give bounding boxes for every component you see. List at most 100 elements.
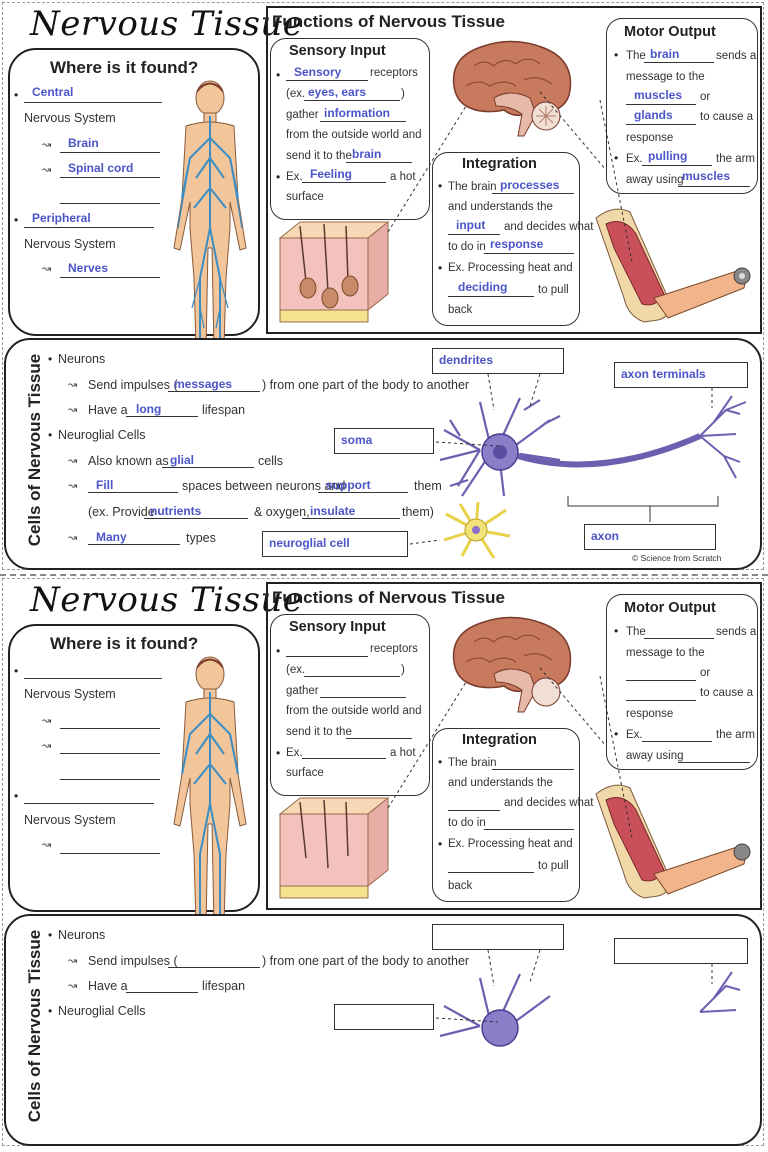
functions-heading: Functions of Nervous Tissue — [272, 12, 506, 31]
blank-line[interactable] — [320, 683, 406, 698]
axon-terminals-label-box[interactable] — [614, 938, 748, 964]
send-impulses-text: Send impulses ( — [88, 378, 178, 392]
to-pull-text: to pull — [538, 284, 569, 296]
blank-line — [286, 66, 368, 81]
spaces-between-text: spaces between neurons and — [182, 479, 346, 493]
gather-text: gather — [286, 109, 319, 121]
nervous-system-label: Nervous System — [24, 813, 116, 827]
bullet: • — [276, 746, 281, 760]
blank-line[interactable] — [304, 662, 400, 677]
neuron-illustration — [439, 395, 747, 497]
blank-line[interactable] — [24, 664, 162, 679]
or-text: or — [700, 91, 711, 103]
blank-line[interactable] — [60, 739, 160, 754]
arm-muscle-illustration — [595, 208, 751, 323]
integration-box — [432, 152, 580, 326]
bullet: • — [48, 928, 53, 942]
hot-text: a hot — [390, 171, 416, 183]
dendrites-label-box[interactable] — [432, 924, 564, 950]
answer-brain: brain — [650, 47, 680, 61]
blank-line[interactable] — [448, 796, 500, 811]
blank-line[interactable] — [168, 953, 260, 968]
back-text: back — [448, 880, 473, 892]
label-leader-lines — [435, 949, 713, 1023]
blank-line[interactable] — [484, 815, 574, 830]
bullet: • — [614, 624, 619, 638]
blank-line[interactable] — [642, 727, 712, 742]
integration-heading: Integration — [462, 156, 537, 172]
answer-eyes-ears: eyes, ears — [308, 85, 367, 99]
to-do-in-text: to do in — [448, 817, 486, 829]
sensory-input-box — [270, 38, 430, 220]
blank-line[interactable] — [492, 755, 574, 770]
to-do-in-text: to do in — [448, 241, 486, 253]
answer-brain: Brain — [68, 136, 99, 150]
types-text: types — [186, 531, 216, 545]
answer-sensory: Sensory — [294, 65, 342, 79]
blank-line[interactable] — [60, 839, 160, 854]
blank-line[interactable] — [626, 686, 696, 701]
blank-line — [88, 530, 180, 545]
bullet: • — [614, 48, 619, 62]
blank-line[interactable] — [60, 765, 160, 780]
nervous-system-label: Nervous System — [24, 111, 116, 125]
blank-line — [144, 504, 248, 519]
sub-bullet-icon: ↝ — [42, 740, 52, 752]
neuroglial-cell-label-box: neuroglial cell — [262, 531, 408, 557]
the-text: The — [626, 50, 646, 62]
message-to-text: message to the — [626, 71, 705, 83]
blank-line[interactable] — [448, 858, 534, 873]
blank-line[interactable] — [346, 724, 412, 739]
blank-line[interactable] — [644, 624, 714, 639]
away-using-text: away using — [626, 174, 684, 186]
neurons-text: Neurons — [58, 352, 106, 366]
ex-text: Ex. — [626, 729, 643, 741]
blank-line[interactable] — [60, 714, 160, 729]
motor-output-heading: Motor Output — [624, 24, 716, 40]
skin-cross-section-illustration — [278, 220, 390, 323]
answer-nutrients: nutrients — [150, 504, 202, 518]
blank-line — [60, 163, 160, 178]
bullet: • — [14, 789, 19, 803]
them-text: them — [414, 479, 442, 493]
sensory-input-heading: Sensory Input — [289, 43, 386, 59]
blank-line[interactable] — [286, 642, 368, 657]
blank-line[interactable] — [302, 744, 386, 759]
motor-output-box — [606, 594, 758, 770]
ex-heat-text: Ex. Processing heat and — [448, 262, 573, 274]
the-arm-text: the arm — [716, 153, 755, 165]
gather-text: gather — [286, 685, 319, 697]
blank-line[interactable] — [626, 666, 696, 681]
blank-line — [24, 88, 162, 103]
answer-muscles: muscles — [682, 169, 731, 183]
sub-bullet-icon: ↝ — [68, 955, 78, 967]
blank-line[interactable] — [126, 978, 198, 993]
blank-line[interactable] — [24, 789, 154, 804]
human-body-nervous-system-illustration — [173, 80, 247, 351]
blank-line — [60, 189, 160, 204]
response-text: response — [626, 132, 674, 144]
ex-provide-text: (ex. Provide — [88, 505, 155, 519]
the-text: The — [626, 626, 646, 638]
surface-text: surface — [286, 767, 324, 779]
ex-text: (ex. — [286, 88, 306, 100]
sub-bullet-icon: ↝ — [42, 164, 52, 176]
blank-line — [492, 179, 574, 194]
answer-insulate: insulate — [310, 504, 356, 518]
bullet: • — [438, 261, 443, 275]
blank-line — [320, 107, 406, 122]
blank-line — [302, 168, 386, 183]
receptors-text: receptors — [370, 643, 418, 655]
brain-illustration — [452, 40, 572, 137]
blank-line — [60, 263, 160, 278]
blank-line[interactable] — [678, 748, 750, 763]
bullet: • — [14, 88, 19, 102]
back-text: back — [448, 304, 473, 316]
blank-line — [302, 504, 400, 519]
answer-axon-terminals: axon terminals — [621, 367, 706, 381]
cut-line — [0, 574, 768, 576]
send-impulses-text: Send impulses ( — [88, 954, 178, 968]
away-using-text: away using — [626, 750, 684, 762]
bullet: • — [438, 837, 443, 851]
skin-cross-section-illustration — [278, 796, 390, 899]
